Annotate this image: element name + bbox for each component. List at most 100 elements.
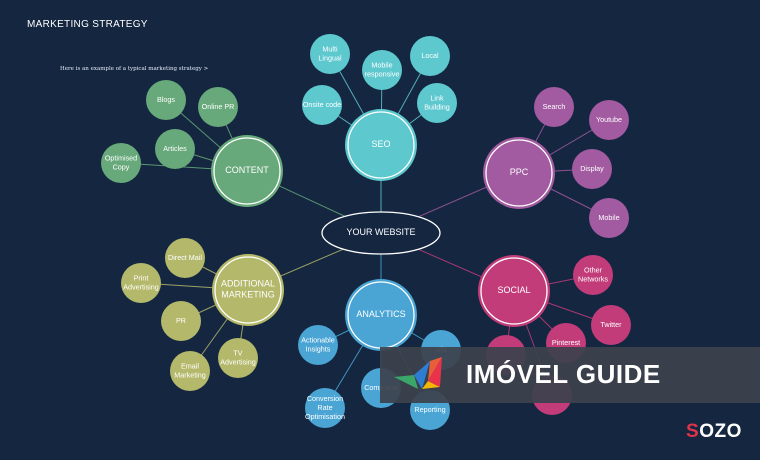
leaf-circle — [534, 87, 574, 127]
leaf-circle — [417, 83, 457, 123]
hub-ring — [213, 137, 281, 205]
leaf-label: Online PR — [202, 102, 235, 111]
leaf-label: Display — [580, 164, 604, 173]
leaf-label: PR — [176, 316, 186, 325]
leaf-circle — [121, 263, 161, 303]
hub-node-content: CONTENT — [211, 135, 283, 207]
hub-ring — [347, 111, 415, 179]
hub-circle — [345, 279, 417, 351]
leaf-node-ppc-mobile: Mobile — [589, 198, 629, 238]
hub-node-analytics: ANALYTICS — [345, 279, 417, 351]
hub-circle — [345, 109, 417, 181]
leaf-label: Direct Mail — [168, 253, 202, 262]
page-title: MARKETING STRATEGY — [27, 19, 148, 30]
intro-text: Here is an example of a typical marketin… — [60, 66, 209, 72]
leaf-circle — [302, 85, 342, 125]
center-node: YOUR WEBSITE — [321, 211, 441, 255]
hub-ring — [480, 257, 548, 325]
leaf-node-additional-direct-mail: Direct Mail — [165, 238, 205, 278]
watermark-text: IMÓVEL GUIDE — [466, 359, 661, 389]
hub-ring — [485, 139, 553, 207]
leaf-label: Youtube — [596, 115, 622, 124]
leaf-circle — [198, 87, 238, 127]
leaf-circle — [155, 129, 195, 169]
leaf-label: Articles — [163, 144, 187, 153]
leaf-node-content-online-pr: Online PR — [198, 87, 238, 127]
leaf-label: Search — [543, 102, 566, 111]
watermark-banner — [380, 347, 760, 403]
hub-label: SOCIAL — [497, 285, 530, 295]
hub-circle — [211, 135, 283, 207]
leaf-circle — [298, 325, 338, 365]
origami-bird-icon — [394, 357, 442, 389]
hub-node-ppc: PPC — [483, 137, 555, 209]
leaf-circle — [591, 305, 631, 345]
center-ellipse — [321, 211, 441, 255]
hub-label: CONTENT — [225, 165, 269, 175]
leaf-node-ppc-youtube: Youtube — [589, 100, 629, 140]
leaf-circle — [572, 149, 612, 189]
brand-logo: SOZO — [686, 421, 742, 443]
hub-label: PPC — [510, 167, 529, 177]
leaf-circle — [161, 301, 201, 341]
leaf-circle — [146, 80, 186, 120]
hub-circle — [483, 137, 555, 209]
hub-circle — [212, 254, 284, 326]
leaf-circle — [101, 143, 141, 183]
leaf-circle — [589, 198, 629, 238]
leaf-node-content-blogs: Blogs — [146, 80, 186, 120]
leaf-node-ppc-display: Display — [572, 149, 612, 189]
leaf-node-content-articles: Articles — [155, 129, 195, 169]
leaf-circle — [589, 100, 629, 140]
leaf-node-additional-pr: PR — [161, 301, 201, 341]
hub-ring — [214, 256, 282, 324]
leaf-circle — [305, 388, 345, 428]
leaf-label: Local — [421, 51, 439, 60]
brand-logo-rest: OZO — [699, 421, 742, 442]
leaf-label: Mobile — [598, 213, 619, 222]
hub-circle — [478, 255, 550, 327]
leaf-node-social-twitter: Twitter — [591, 305, 631, 345]
leaf-node-ppc-search: Search — [534, 87, 574, 127]
leaf-circle — [170, 351, 210, 391]
brand-logo-initial: S — [686, 421, 700, 442]
leaf-circle — [310, 34, 350, 74]
leaf-label: Pinterest — [552, 338, 580, 347]
leaf-circle — [218, 338, 258, 378]
hub-node-seo: SEO — [345, 109, 417, 181]
leaf-label: Twitter — [600, 320, 622, 329]
hub-label: SEO — [371, 139, 390, 149]
hub-node-social: SOCIAL — [478, 255, 550, 327]
leaf-circle — [573, 255, 613, 295]
leaf-node-seo-local: Local — [410, 36, 450, 76]
leaf-label: Reporting — [414, 405, 445, 414]
leaf-circle — [410, 36, 450, 76]
leaf-label: Onsite code — [303, 100, 341, 109]
leaf-circle — [165, 238, 205, 278]
leaf-label: Blogs — [157, 95, 175, 104]
leaf-node-seo-onsite-code: Onsite code — [302, 85, 342, 125]
